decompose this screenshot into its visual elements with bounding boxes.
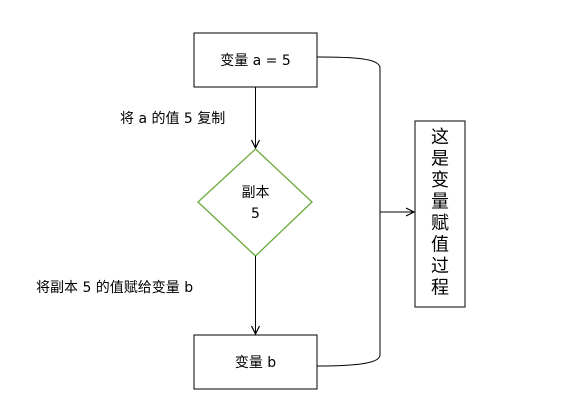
- summary-char: 是: [431, 149, 449, 170]
- summary-char: 变: [431, 170, 449, 191]
- summary-char: 程: [431, 278, 449, 299]
- step-assign-label: 将副本 5 的值赋给变量 b: [36, 280, 193, 296]
- summary-char: 量: [431, 192, 449, 213]
- diamond-copy-line1: 副本: [242, 185, 270, 201]
- box-variable-a-label: 变量 a = 5: [220, 53, 291, 69]
- summary-char: 赋: [431, 213, 449, 234]
- summary-box: [414, 120, 466, 308]
- box-variable-a: [193, 32, 318, 88]
- diamond-copy: [197, 148, 313, 257]
- summary-char: 过: [431, 256, 449, 277]
- box-variable-b-label: 变量 b: [235, 355, 276, 371]
- curly-brace: [316, 56, 381, 367]
- summary-char: 值: [431, 235, 449, 256]
- box-variable-b: [193, 334, 318, 390]
- step-copy-label: 将 a 的值 5 复制: [120, 110, 225, 127]
- diamond-copy-line2: 5: [251, 206, 260, 222]
- summary-char: 这: [431, 127, 449, 148]
